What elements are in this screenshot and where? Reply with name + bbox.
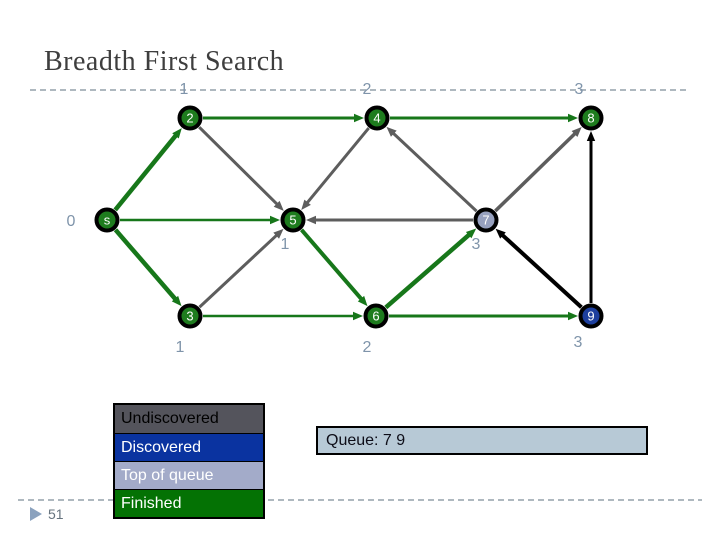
node-9 [578, 303, 604, 329]
arrowhead-2-4 [354, 113, 364, 123]
legend-label-discovered: Discovered [121, 439, 202, 456]
distance-label-2: 1 [180, 81, 189, 98]
edge-3-5 [198, 233, 279, 309]
node-label-4: 4 [373, 111, 380, 126]
edge-6-7 [384, 232, 472, 310]
arrowhead-9-8 [586, 131, 596, 141]
arrowhead-2-5 [273, 200, 284, 211]
node-label-7: 7 [482, 213, 489, 228]
legend-label-undiscovered: Undiscovered [121, 410, 219, 427]
legend-row-undiscovered: Undiscovered [115, 405, 263, 433]
edge-s-2 [113, 132, 179, 212]
node-3 [177, 303, 203, 329]
arrowhead-4-8 [568, 113, 578, 123]
node-8 [578, 105, 604, 131]
arrowhead-7-4 [386, 126, 397, 137]
distance-label-7: 3 [472, 236, 481, 253]
footer: 51 [30, 506, 64, 522]
arrowhead-6-9 [568, 311, 578, 321]
arrowhead-3-5 [273, 228, 284, 239]
edge-9-7 [500, 232, 583, 309]
node-label-9: 9 [587, 309, 594, 324]
arrowhead-9-7 [495, 228, 506, 239]
footer-divider [18, 499, 702, 501]
node-label-8: 8 [587, 111, 594, 126]
legend-row-discovered: Discovered [115, 433, 263, 461]
node-label-6: 6 [372, 309, 379, 324]
distance-label-6: 2 [363, 339, 372, 356]
node-5 [280, 207, 306, 233]
node-label-2: 2 [186, 111, 193, 126]
edge-5-6 [299, 228, 364, 302]
arrowhead-s-3 [171, 295, 182, 307]
legend-row-top-of-queue: Top of queue [115, 461, 263, 489]
queue-text: Queue: 7 9 [326, 432, 406, 449]
arrowhead-s-5 [270, 215, 280, 225]
node-s [94, 207, 120, 233]
page-number: 51 [48, 506, 64, 522]
distance-label-8: 3 [575, 81, 584, 98]
edge-7-8 [494, 131, 578, 213]
edge-2-5 [198, 126, 280, 207]
node-label-s: s [104, 213, 111, 228]
title-divider [30, 89, 690, 91]
slide-bullet-triangle-icon [30, 507, 42, 521]
distance-label-s: 0 [67, 213, 76, 230]
edge-4-5 [305, 127, 370, 205]
legend-row-finished: Finished [115, 489, 263, 517]
arrowhead-6-7 [465, 228, 477, 239]
node-4 [364, 105, 390, 131]
arrowhead-s-2 [172, 128, 182, 139]
page-title: Breadth First Search [44, 46, 285, 77]
legend-label-finished: Finished [121, 495, 182, 512]
distance-label-5: 1 [281, 236, 290, 253]
distance-label-4: 2 [363, 81, 372, 98]
node-7 [473, 207, 499, 233]
queue-status-box: Queue: 7 9 [316, 426, 648, 455]
distance-label-3: 1 [176, 339, 185, 356]
legend-label-top-of-queue: Top of queue [121, 467, 214, 484]
arrowhead-3-6 [353, 311, 363, 321]
arrowhead-4-5 [301, 199, 311, 210]
arrowhead-5-6 [357, 295, 368, 307]
node-2 [177, 105, 203, 131]
legend: Undiscovered Discovered Top of queue Fin… [113, 403, 265, 519]
edge-7-4 [391, 131, 478, 213]
edge-s-3 [113, 228, 178, 302]
node-label-5: 5 [289, 213, 296, 228]
distance-label-9: 3 [574, 334, 583, 351]
node-label-3: 3 [186, 309, 193, 324]
arrowhead-7-5 [306, 215, 316, 225]
node-6 [363, 303, 389, 329]
arrowhead-7-8 [571, 127, 582, 138]
